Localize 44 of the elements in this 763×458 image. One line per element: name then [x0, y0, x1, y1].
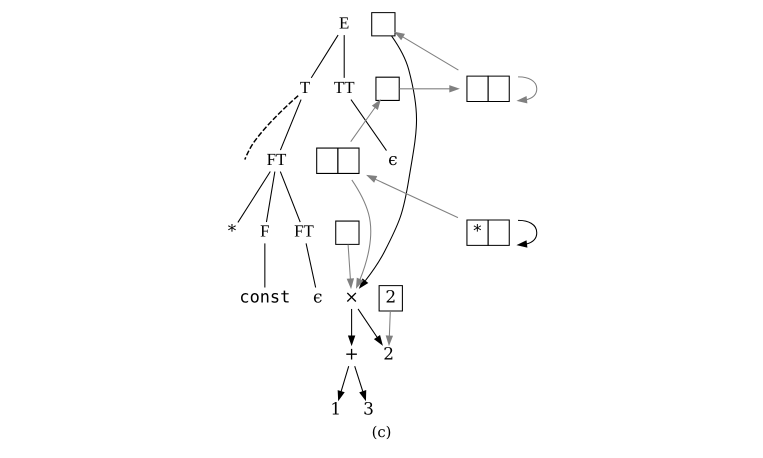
connector — [280, 99, 302, 150]
arrow — [516, 76, 538, 104]
node-box — [335, 220, 360, 245]
arrow — [354, 366, 366, 402]
arrow — [338, 366, 350, 402]
arrow — [348, 308, 356, 346]
arrow — [366, 174, 458, 218]
arrow — [516, 220, 538, 248]
connector — [306, 243, 316, 288]
node-box — [375, 76, 400, 101]
node-text: E — [339, 13, 350, 32]
node-text: const — [239, 286, 290, 306]
node-text: ϵ — [388, 148, 398, 169]
caption: (c) — [372, 424, 392, 442]
node-text: T — [300, 78, 310, 97]
arrow — [346, 244, 354, 290]
connector — [310, 34, 339, 78]
node-text: 1 — [330, 398, 342, 418]
arrow — [358, 36, 417, 289]
node-text: × — [344, 286, 359, 306]
node-box — [371, 12, 396, 36]
connector — [266, 171, 276, 222]
arrow — [358, 308, 383, 346]
arrow — [350, 99, 381, 142]
node-text: ϵ — [313, 286, 322, 306]
node-text: 2 — [383, 343, 394, 364]
arrow — [399, 85, 460, 93]
connector — [350, 99, 387, 151]
connector — [344, 35, 345, 78]
node-text: * — [228, 220, 236, 241]
arrow — [386, 311, 394, 346]
arrow — [351, 180, 372, 289]
connector — [264, 243, 266, 288]
node-text: FT — [266, 150, 286, 169]
connector — [244, 95, 299, 160]
connector — [280, 171, 301, 222]
arrow — [394, 32, 459, 70]
node-text: FT — [294, 222, 314, 241]
connector — [237, 171, 271, 223]
node-text: TT — [334, 78, 355, 97]
node-box: 2 — [378, 285, 403, 312]
node-text: 3 — [363, 398, 374, 418]
node-text: + — [344, 343, 359, 364]
node-text: F — [260, 222, 270, 241]
